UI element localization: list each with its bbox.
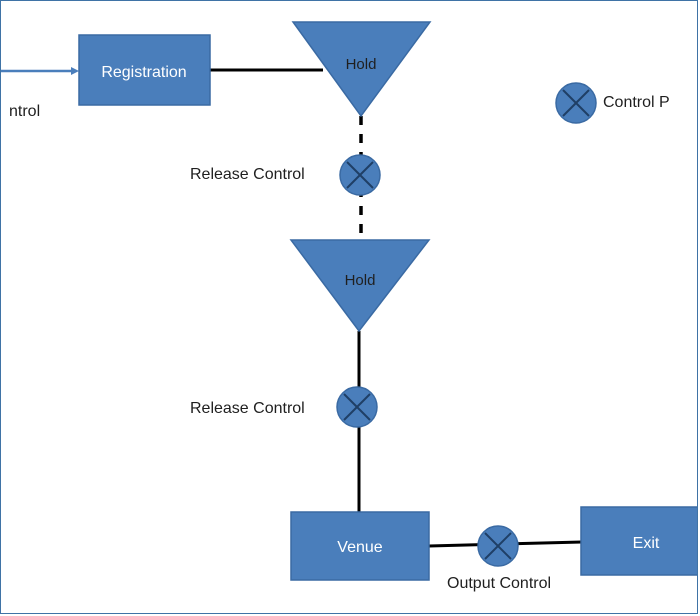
input-control-label: ntrol bbox=[9, 103, 40, 120]
release-control-top-icon bbox=[339, 154, 381, 196]
registration-label: Registration bbox=[101, 64, 186, 81]
venue-node: Venue bbox=[290, 511, 430, 581]
hold-top-label: Hold bbox=[346, 56, 377, 73]
release-control-bottom-icon bbox=[336, 386, 378, 428]
hold-middle-label: Hold bbox=[345, 272, 376, 289]
hold-middle-node: Hold bbox=[289, 239, 431, 333]
connectors bbox=[1, 67, 583, 548]
control-point-icon-legend bbox=[555, 82, 597, 124]
output-control-label: Output Control bbox=[447, 575, 551, 592]
registration-node: Registration bbox=[78, 34, 211, 106]
hold-top-node: Hold bbox=[291, 21, 432, 118]
exit-node: Exit bbox=[580, 506, 697, 576]
input-arrow-head bbox=[71, 67, 79, 75]
output-control-icon bbox=[477, 525, 519, 567]
legend-control-point-label: Control P bbox=[603, 94, 670, 111]
venue-label: Venue bbox=[337, 539, 382, 556]
release-control-bottom-label: Release Control bbox=[190, 400, 305, 417]
exit-label: Exit bbox=[633, 535, 660, 552]
release-control-top-label: Release Control bbox=[190, 166, 305, 183]
